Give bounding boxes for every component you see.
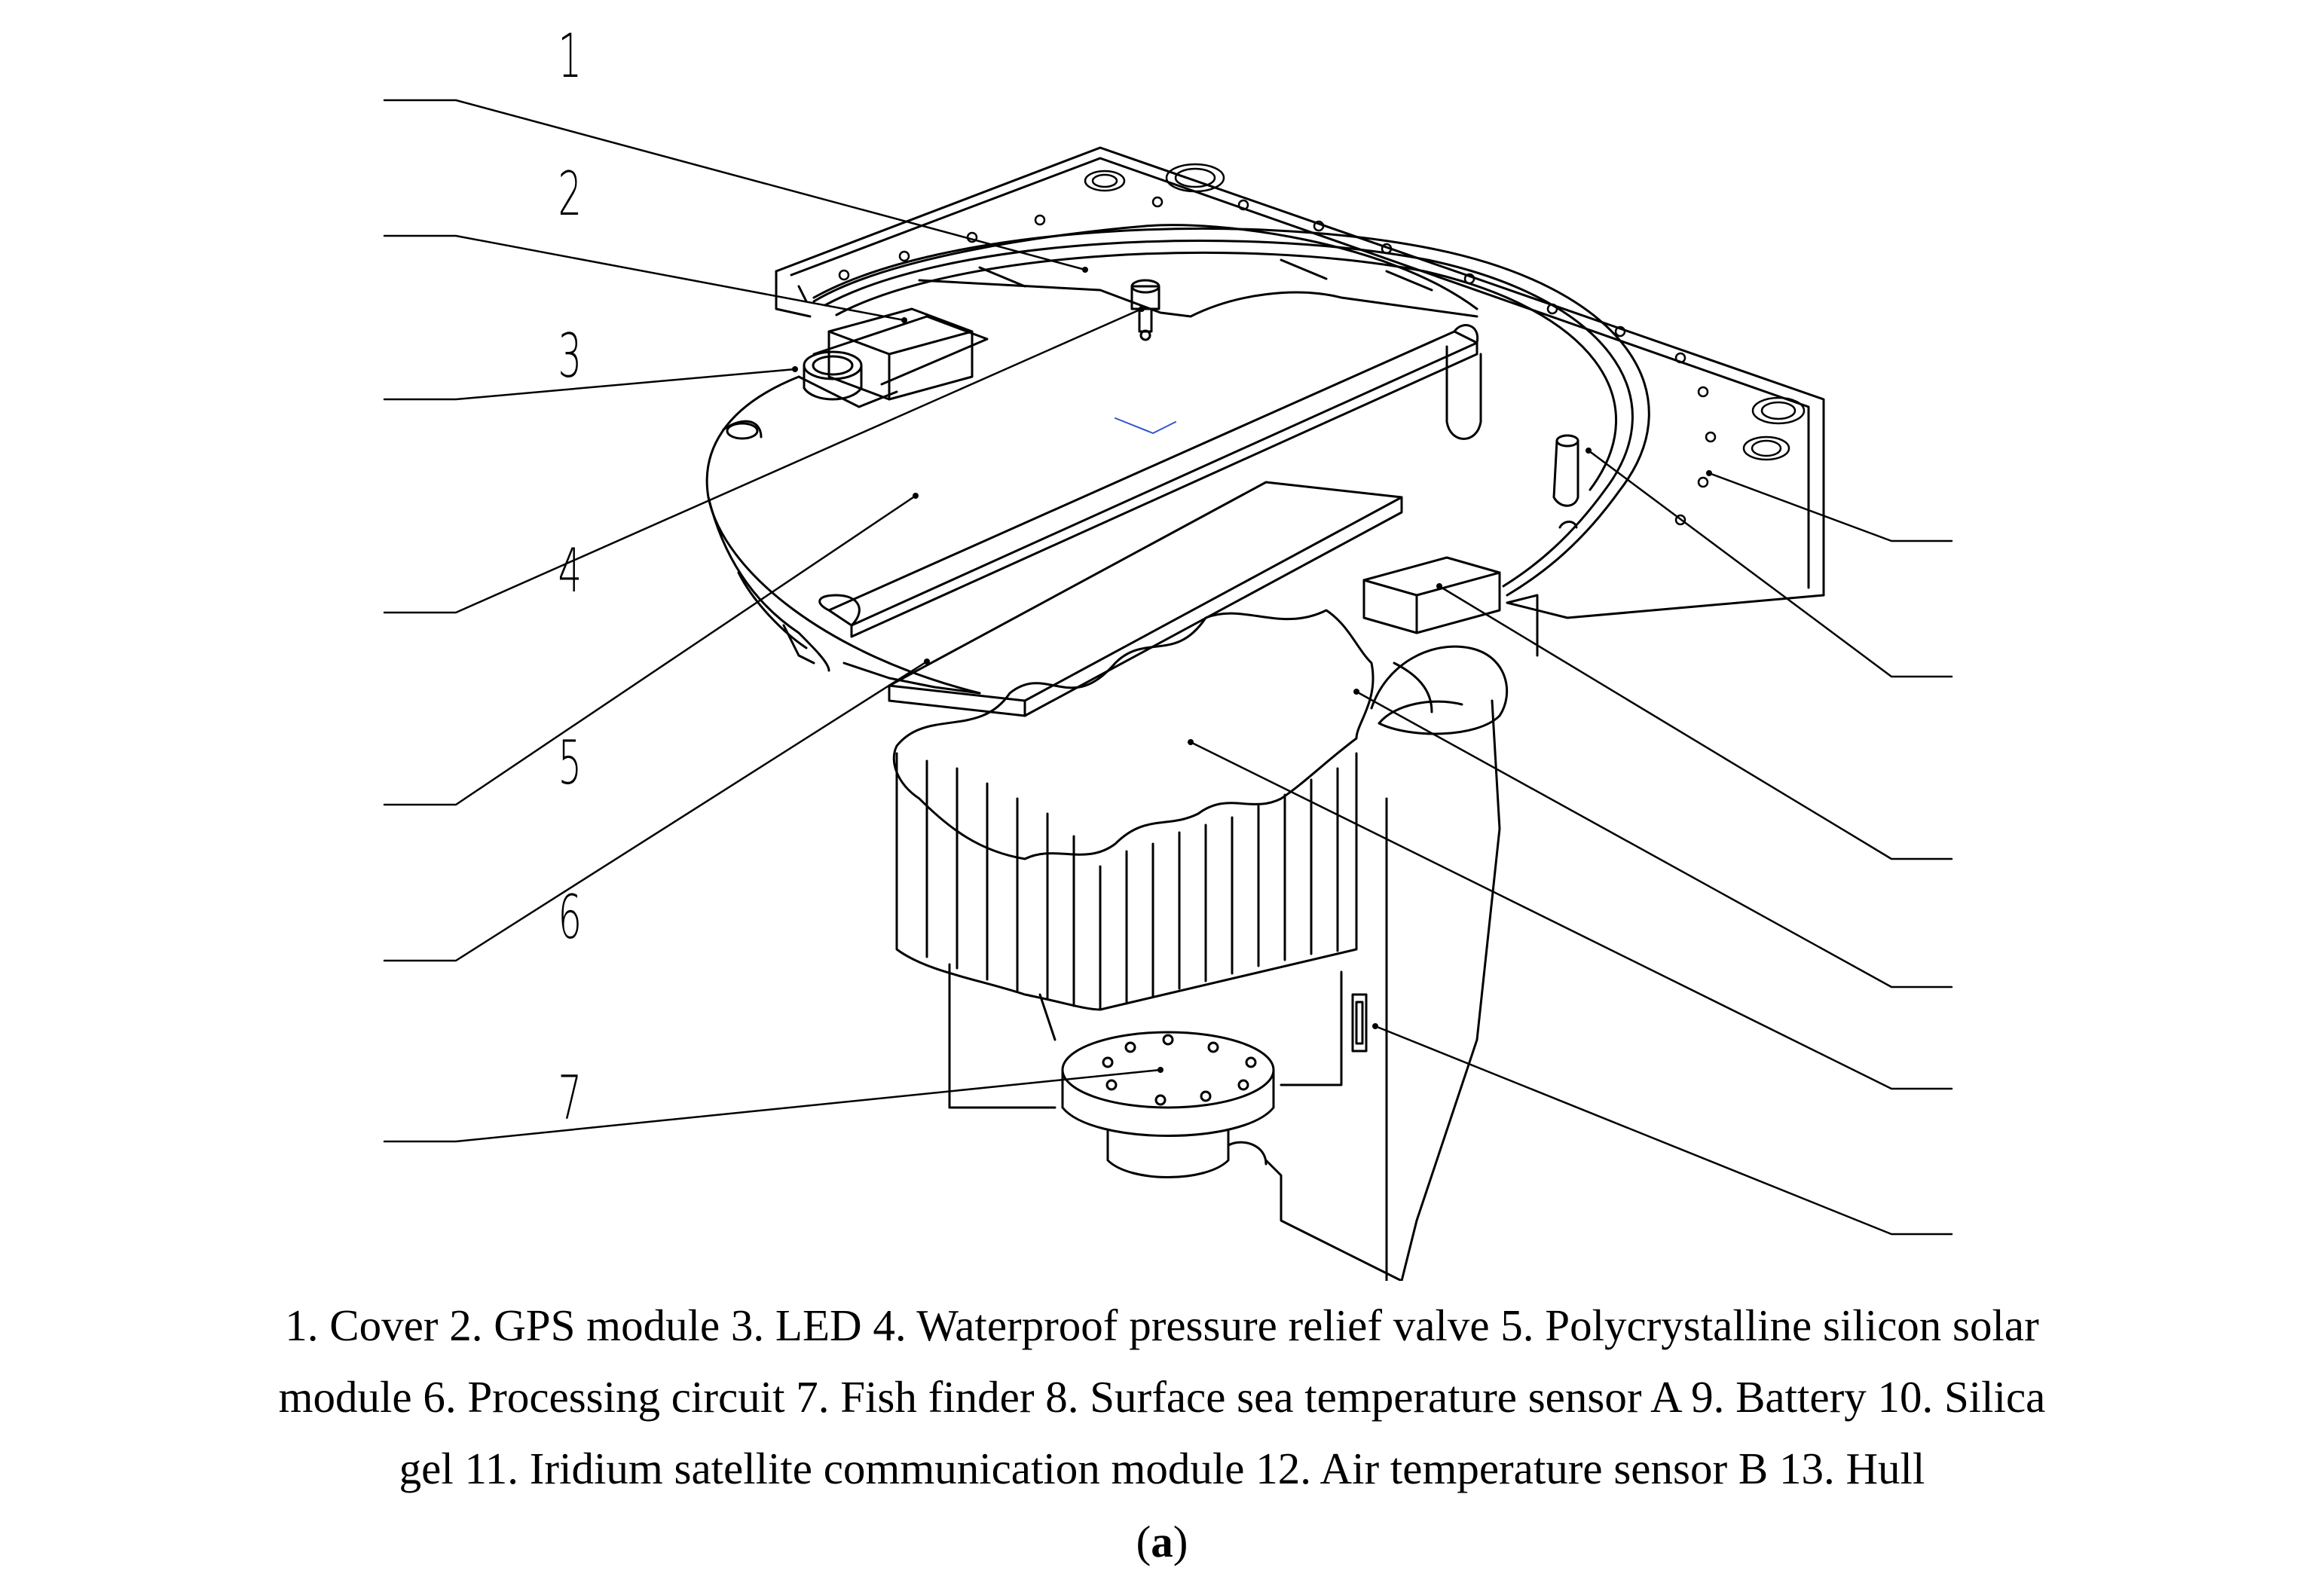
gps-module xyxy=(812,307,989,401)
cover xyxy=(812,224,1478,318)
buoy-cutaway-drawing: 1 2 3 4 5 6 7 8 9 10 11 12 13 xyxy=(383,20,1953,1281)
leader-2 xyxy=(383,234,906,322)
solar-module xyxy=(818,324,1482,638)
callout-label-5: 5 xyxy=(558,727,582,798)
leader-10 xyxy=(1355,690,1953,989)
air-temp-sensor-b xyxy=(1552,434,1579,529)
subfigure-label: (a) xyxy=(0,1516,2324,1568)
hull-inner-ring xyxy=(812,227,1650,597)
caption-line-2: module 6. Processing circuit 7. Fish fin… xyxy=(278,1372,2046,1422)
callout-label-4: 4 xyxy=(558,535,582,606)
processing-circuit xyxy=(888,481,1403,717)
silica-gel xyxy=(1370,645,1509,735)
leader-lines xyxy=(383,99,1953,1236)
leader-7 xyxy=(383,1068,1162,1143)
pressure-relief-valve xyxy=(1130,279,1160,341)
callout-label-6: 6 xyxy=(558,882,582,952)
callout-label-3: 3 xyxy=(558,320,582,391)
leader-dots xyxy=(792,267,1712,1073)
flange-bolt-holes xyxy=(838,163,1806,526)
callout-label-7: 7 xyxy=(558,1062,582,1133)
leader-4 xyxy=(383,307,1143,614)
caption-line-3: gel 11. Iridium satellite communication … xyxy=(399,1444,1925,1493)
sublabel-letter: a xyxy=(1151,1517,1173,1566)
callout-label-2: 2 xyxy=(558,158,582,229)
hull-keel xyxy=(948,699,1501,1281)
fish-finder xyxy=(1061,1031,1275,1178)
figure-caption: 1. Cover 2. GPS module 3. LED 4. Waterpr… xyxy=(0,1290,2324,1505)
leader-5 xyxy=(383,494,917,806)
sublabel-open: ( xyxy=(1136,1517,1151,1566)
led xyxy=(797,350,898,408)
hull-flange xyxy=(775,146,1825,657)
iridium-module xyxy=(1362,556,1501,634)
sea-temp-sensor-a xyxy=(1351,993,1368,1053)
leader-1 xyxy=(383,99,1087,271)
leader-11 xyxy=(1438,585,1953,860)
leader-6 xyxy=(383,660,928,962)
callout-label-1: 1 xyxy=(558,20,582,91)
leader-13 xyxy=(1708,472,1953,542)
battery xyxy=(892,609,1375,1011)
sublabel-close: ) xyxy=(1173,1517,1188,1566)
callout-numbers: 1 2 3 4 5 6 7 8 9 10 11 12 13 xyxy=(558,20,582,1133)
hull-deck xyxy=(705,375,981,695)
leader-8 xyxy=(1374,1025,1953,1236)
caption-line-1: 1. Cover 2. GPS module 3. LED 4. Waterpr… xyxy=(285,1300,2039,1350)
leader-12 xyxy=(1587,449,1953,678)
leader-9 xyxy=(1189,741,1953,1090)
leader-3 xyxy=(383,368,797,401)
axis-marker xyxy=(1115,417,1176,434)
